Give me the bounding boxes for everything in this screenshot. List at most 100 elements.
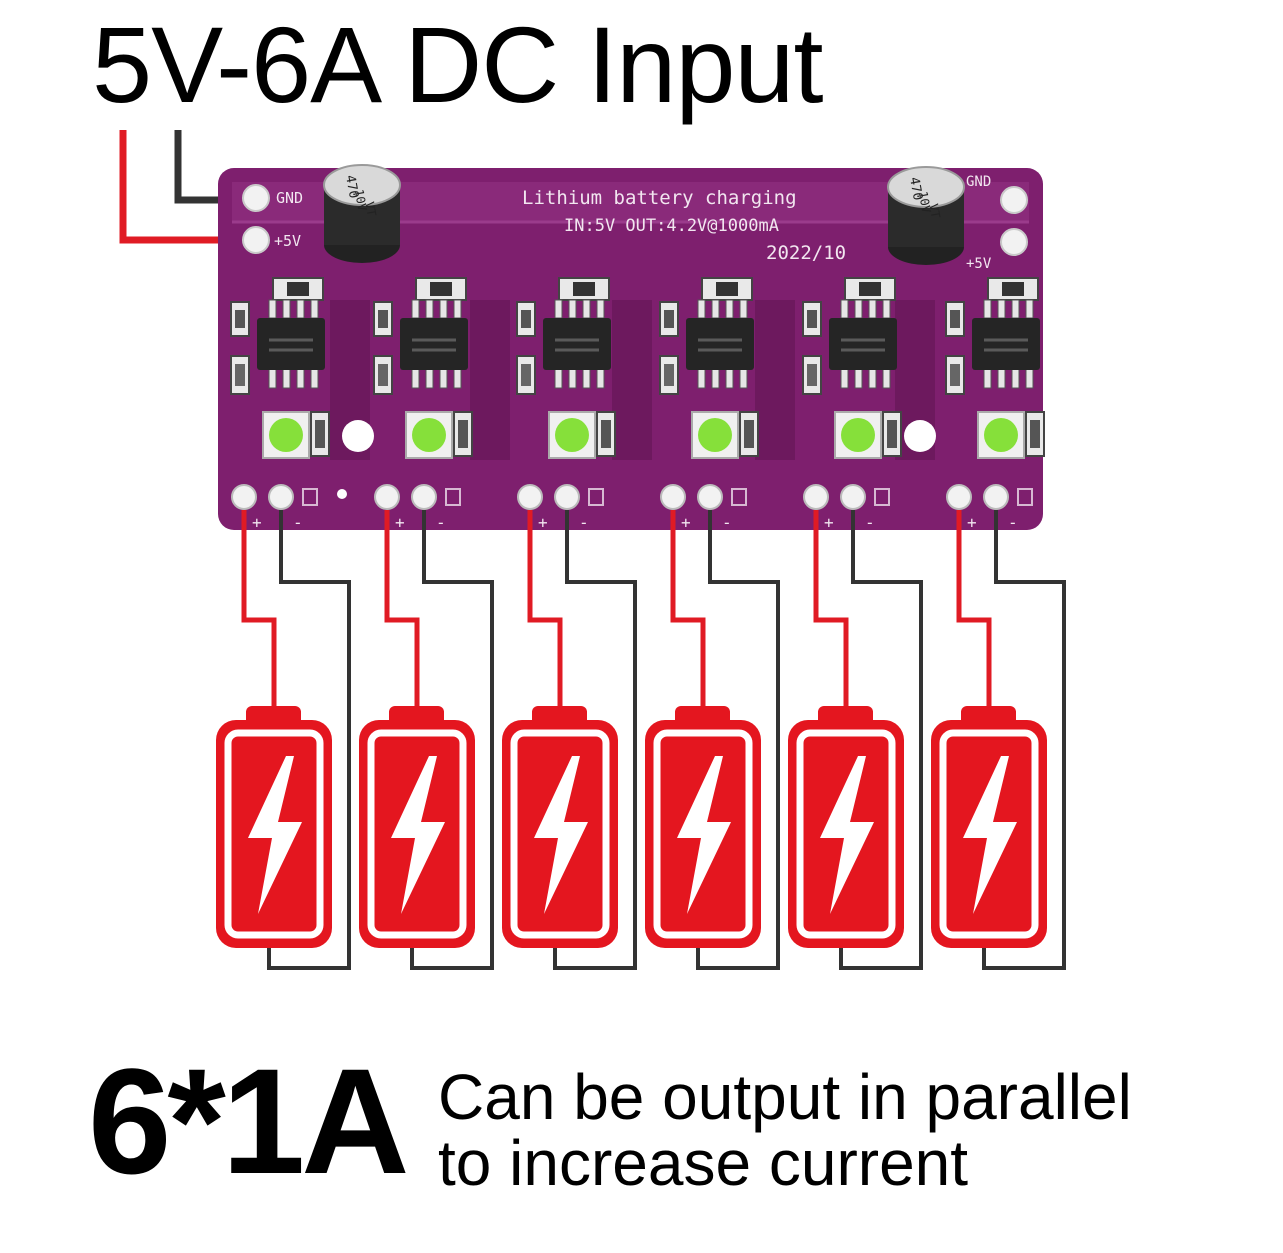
chip-pin bbox=[453, 299, 462, 319]
smd-resistor-body bbox=[521, 310, 531, 328]
wire-negative bbox=[982, 510, 1066, 970]
chip-pin bbox=[1011, 367, 1020, 389]
chip-pin bbox=[739, 367, 748, 389]
smd-resistor-body bbox=[378, 310, 388, 328]
silkscreen-spec: IN:5V OUT:4.2V@1000mA bbox=[564, 216, 779, 236]
output-plus-label: + bbox=[395, 513, 405, 532]
smd-led-resistor-body bbox=[744, 420, 754, 448]
capacitor-value: 470 bbox=[342, 174, 361, 200]
chip-pin bbox=[882, 367, 891, 389]
smd-resistor-body bbox=[807, 310, 817, 328]
capacitor-top bbox=[323, 164, 401, 206]
output-pad-negative bbox=[411, 484, 437, 510]
chip-pin bbox=[983, 367, 992, 389]
parallel-note-line-2: to increase current bbox=[438, 1127, 969, 1199]
output-plus-label: + bbox=[538, 513, 548, 532]
chip-pin bbox=[697, 367, 706, 389]
smd-top-part-body bbox=[1002, 282, 1024, 296]
chip-pin bbox=[411, 367, 420, 389]
board-trace bbox=[470, 300, 510, 460]
label-gnd-left: GND bbox=[276, 189, 303, 207]
chip-icon bbox=[257, 318, 325, 370]
capacitor-voltage: 10V bbox=[916, 190, 934, 214]
page-title: 5V-6A DC Input bbox=[92, 4, 823, 125]
smd-top-part-body bbox=[716, 282, 738, 296]
chip-pin bbox=[997, 367, 1006, 389]
chip-pin bbox=[439, 367, 448, 389]
chip-pin bbox=[711, 367, 720, 389]
current-rating: 6*1A bbox=[88, 1037, 410, 1205]
chip-pin bbox=[282, 367, 291, 389]
smd-led-resistor-body bbox=[315, 420, 325, 448]
chip-pin bbox=[854, 367, 863, 389]
lightning-bolt-icon bbox=[820, 756, 874, 914]
chip-pin bbox=[725, 299, 734, 319]
chip-pin bbox=[739, 299, 748, 319]
chip-pin bbox=[296, 299, 305, 319]
chip-pin bbox=[711, 299, 720, 319]
battery-inner-border bbox=[939, 729, 1039, 939]
led-icon bbox=[841, 418, 875, 452]
wire-negative bbox=[696, 510, 780, 970]
mounting-hole-right bbox=[904, 420, 936, 452]
pad-5v-left bbox=[242, 226, 270, 254]
wire-positive bbox=[384, 510, 420, 706]
output-pad-positive bbox=[803, 484, 829, 510]
lightning-bolt-icon bbox=[248, 756, 302, 914]
output-plus-label: + bbox=[967, 513, 977, 532]
output-minus-label: - bbox=[293, 513, 303, 532]
pad-outline bbox=[445, 488, 461, 506]
lightning-bolt-icon bbox=[963, 756, 1017, 914]
wire-negative bbox=[553, 510, 637, 970]
chip-pin bbox=[425, 367, 434, 389]
output-plus-label: + bbox=[681, 513, 691, 532]
output-pad-negative bbox=[983, 484, 1009, 510]
smd-top-part-body bbox=[287, 282, 309, 296]
chip-pin bbox=[568, 367, 577, 389]
chip-icon bbox=[972, 318, 1040, 370]
chip-pin bbox=[453, 367, 462, 389]
led-icon bbox=[984, 418, 1018, 452]
channel-3: +- bbox=[502, 277, 637, 970]
lightning-bolt-icon bbox=[677, 756, 731, 914]
output-minus-label: - bbox=[579, 513, 589, 532]
chip-pin bbox=[310, 367, 319, 389]
chip-pin bbox=[310, 299, 319, 319]
board-trace bbox=[612, 300, 652, 460]
wire-positive bbox=[956, 510, 992, 706]
smd-capacitor-body bbox=[807, 364, 817, 386]
smd-top-part-body bbox=[859, 282, 881, 296]
output-minus-label: - bbox=[722, 513, 732, 532]
battery-inner-border bbox=[367, 729, 467, 939]
channel-2: +- bbox=[359, 277, 494, 970]
output-plus-label: + bbox=[824, 513, 834, 532]
channel-5: +- bbox=[788, 277, 923, 970]
channel-4: +- bbox=[645, 277, 780, 970]
lightning-bolt-icon bbox=[391, 756, 445, 914]
smd-resistor-body bbox=[664, 310, 674, 328]
battery-inner-border bbox=[653, 729, 753, 939]
wire-positive bbox=[527, 510, 563, 706]
output-pad-positive bbox=[660, 484, 686, 510]
chip-pin bbox=[554, 367, 563, 389]
output-minus-label: - bbox=[436, 513, 446, 532]
pad-outline bbox=[874, 488, 890, 506]
label-5v-right: +5V bbox=[966, 256, 992, 272]
input-wire-5v bbox=[119, 130, 248, 244]
chip-pin bbox=[997, 299, 1006, 319]
led-icon bbox=[555, 418, 589, 452]
pad-outline bbox=[1017, 488, 1033, 506]
via-dot bbox=[337, 489, 347, 499]
chip-pin bbox=[1011, 299, 1020, 319]
smd-top-part-body bbox=[430, 282, 452, 296]
chip-pin bbox=[268, 299, 277, 319]
chip-icon bbox=[400, 318, 468, 370]
output-pad-negative bbox=[840, 484, 866, 510]
smd-top-part-body bbox=[573, 282, 595, 296]
chip-pin bbox=[554, 299, 563, 319]
chip-pin bbox=[697, 299, 706, 319]
output-pad-positive bbox=[946, 484, 972, 510]
